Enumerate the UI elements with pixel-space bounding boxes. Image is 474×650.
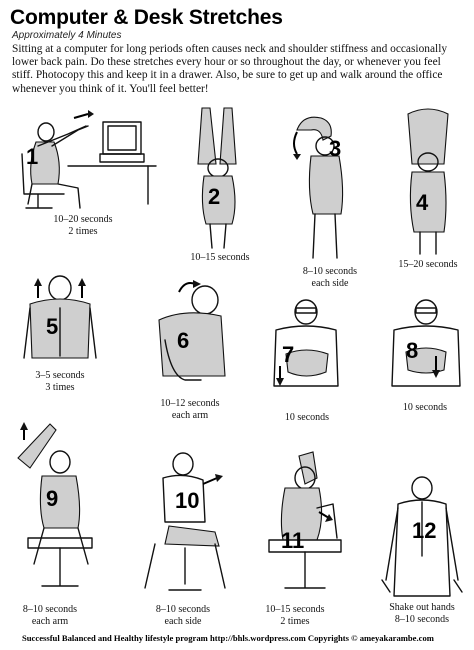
stretch-3-number: 3	[329, 136, 342, 161]
stretch-8: 8 10 seconds	[380, 296, 470, 426]
stretch-1-reps: 2 times	[68, 225, 98, 237]
stretch-12-number: 12	[412, 518, 437, 543]
stretch-4-duration: 15–20 seconds	[398, 259, 458, 270]
stretch-4-caption: 15–20 seconds	[378, 259, 474, 271]
stretch-6-caption: 10–12 seconds each arm	[140, 398, 240, 421]
stretch-2-illustration	[197, 107, 237, 249]
page-title: Computer & Desk Stretches	[10, 6, 283, 29]
stretch-10-duration: 8–10 seconds	[155, 604, 211, 615]
stretch-12-instruction: Shake out hands	[389, 602, 455, 613]
stretch-2: 2 10–15 seconds	[180, 104, 260, 269]
stretch-10-caption: 8–10 seconds each side	[133, 604, 233, 627]
stretch-9-number: 9	[46, 486, 59, 511]
stretch-7-number: 7	[282, 342, 295, 367]
stretch-2-duration: 10–15 seconds	[190, 252, 250, 263]
stretch-12-caption: Shake out hands 8–10 seconds	[372, 602, 472, 625]
stretch-9-duration: 8–10 seconds	[22, 604, 78, 615]
stretch-12-illustration	[381, 476, 463, 597]
intro-paragraph: Sitting at a computer for long periods o…	[12, 43, 448, 95]
stretch-1-caption: 10–20 seconds 2 times	[38, 214, 128, 237]
stretch-6-illustration	[158, 280, 226, 381]
stretch-1-illustration	[21, 110, 157, 209]
stretch-3-illustration	[293, 116, 344, 259]
stretch-9-caption: 8–10 seconds each arm	[0, 604, 100, 627]
stretch-5-number: 5	[46, 314, 59, 339]
stretch-1-number: 1	[26, 144, 39, 169]
stretch-5-duration: 3–5 seconds	[35, 370, 85, 381]
stretch-1-duration: 10–20 seconds	[53, 214, 113, 225]
stretch-9: 9 8–10 seconds each arm	[8, 418, 108, 627]
stretch-7-duration: 10 seconds	[284, 412, 330, 423]
stretch-9-illustration	[17, 422, 93, 587]
stretch-10-illustration	[144, 452, 226, 591]
stretch-2-number: 2	[208, 184, 221, 209]
stretch-3-caption: 8–10 seconds each side	[280, 266, 380, 289]
stretch-1: 1 10–20 seconds 2 times	[8, 104, 158, 244]
stretch-5-reps: 3 times	[45, 381, 75, 393]
stretch-10: 10 8–10 seconds each side	[135, 448, 235, 627]
stretch-11-illustration	[268, 451, 342, 589]
footer-credits: Successful Balanced and Healthy lifestyl…	[22, 633, 434, 643]
stretch-6-reps: each arm	[171, 409, 209, 421]
page-subtitle: Approximately 4 Minutes	[12, 30, 122, 41]
stretch-3: 3 8–10 seconds each side	[285, 110, 375, 290]
stretch-8-illustration	[391, 299, 461, 387]
stretch-9-reps: each arm	[31, 615, 69, 627]
stretch-10-reps: each side	[164, 615, 202, 627]
stretch-11: 11 10–15 seconds 2 times	[255, 448, 355, 627]
stretch-2-caption: 10–15 seconds	[170, 252, 270, 264]
stretch-4: 4 15–20 seconds	[390, 104, 470, 274]
stretch-7: 7 10 seconds	[262, 296, 352, 426]
stretch-12-duration: 8–10 seconds	[394, 613, 450, 625]
stretch-5-illustration	[23, 275, 97, 359]
stretch-8-caption: 10 seconds	[375, 402, 474, 414]
stretch-6: 6 10–12 seconds each arm	[145, 280, 255, 421]
stretch-5: 5 3–5 seconds 3 times	[10, 268, 110, 398]
stretch-7-illustration	[273, 299, 339, 387]
stretch-5-caption: 3–5 seconds 3 times	[10, 370, 110, 393]
stretch-3-duration: 8–10 seconds	[302, 266, 358, 277]
stretch-4-number: 4	[416, 190, 429, 215]
stretch-6-number: 6	[177, 328, 190, 353]
stretch-6-duration: 10–12 seconds	[160, 398, 220, 409]
stretch-7-caption: 10 seconds	[257, 412, 357, 424]
stretch-11-duration: 10–15 seconds	[265, 604, 325, 615]
stretch-3-reps: each side	[311, 277, 349, 289]
stretch-8-duration: 10 seconds	[402, 402, 448, 413]
stretch-4-illustration	[407, 108, 449, 255]
stretch-11-reps: 2 times	[280, 615, 310, 627]
stretch-11-number: 11	[281, 528, 305, 553]
stretch-10-number: 10	[175, 488, 200, 513]
stretch-11-caption: 10–15 seconds 2 times	[245, 604, 345, 627]
stretch-8-number: 8	[406, 338, 419, 363]
stretch-12: 12 Shake out hands 8–10 seconds	[378, 476, 474, 626]
